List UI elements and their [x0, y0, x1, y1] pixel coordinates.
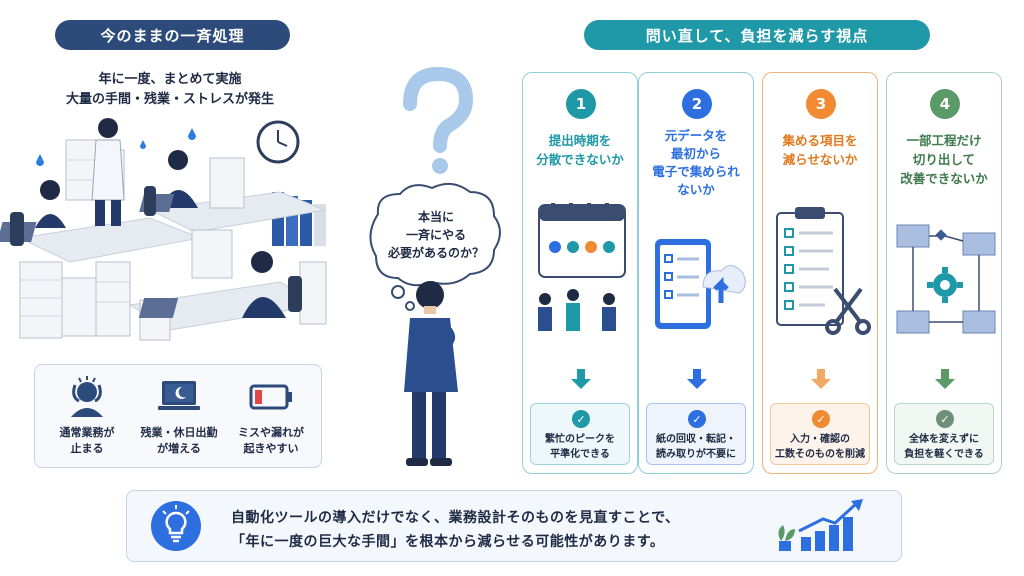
left-subtitle-1: 年に一度、まとめて実施 [98, 72, 242, 87]
result-text: 紙の回収・転記・ 読み取りが不要に [656, 434, 736, 460]
growth-chart-icon [778, 499, 863, 551]
idea-title: 集める項目を 減らせないか [782, 133, 858, 167]
thinking-man-figure [404, 281, 458, 466]
check-icon: ✓ [688, 410, 706, 428]
effect-label: 通常業務が 止まる [59, 426, 115, 455]
left-subtitle-2: 大量の手間・残業・ストレスが発生 [65, 92, 274, 107]
effect-item: 通常業務が 止まる [41, 375, 133, 457]
conclusion-line-1: 自動化ツールの導入だけでなく、業務設計そのものを見直すことで、 [231, 510, 680, 526]
idea-title: 元データを 最初から 電子で集められ ないか [652, 128, 740, 197]
center-thinking-illustration [369, 66, 501, 466]
effect-item: ミスや漏れが 起きやすい [225, 375, 317, 457]
result-text: 全体を変えずに 負担を軽くできる [904, 434, 984, 460]
step-number: 4 [930, 89, 960, 119]
result-box: ✓ 入力・確認の 工数そのものを削減 [770, 403, 870, 465]
idea-card-4: 4 一部工程だけ 切り出して 改善できないか ✓ 全体を変えずに 負担を軽くでき… [886, 72, 1002, 474]
question-mark-icon [403, 66, 474, 174]
lightbulb-icon [151, 501, 201, 551]
worker-carrying-papers-figure [91, 118, 125, 226]
low-battery-icon [249, 384, 292, 410]
result-text: 繁忙のピークを 平準化できる [545, 434, 615, 460]
result-box: ✓ 全体を変えずに 負担を軽くできる [894, 403, 994, 465]
wall-clock-icon [256, 120, 300, 164]
check-icon: ✓ [812, 410, 830, 428]
current-process-header: 今のままの一斉処理 [55, 20, 290, 50]
check-icon: ✓ [572, 410, 590, 428]
effect-label: 残業・休日出勤 が増える [140, 426, 218, 455]
stressed-person-icon [71, 376, 103, 417]
clipboard-scissors-icon [776, 207, 871, 335]
effect-item: 残業・休日出勤 が増える [133, 375, 225, 457]
step-number: 2 [682, 89, 712, 119]
step-number: 3 [806, 89, 836, 119]
arrow-down-icon [687, 369, 707, 389]
negative-effects-panel: 通常業務が 止まる 残業・休日出勤 が増える ミスや漏れが 起きやすい [34, 364, 322, 468]
effect-label: ミスや漏れが 起きやすい [238, 426, 304, 455]
rethink-header: 問い直して、負担を減らす視点 [584, 20, 930, 50]
arrow-down-icon [935, 369, 955, 389]
arrow-down-icon [571, 369, 591, 389]
result-box: ✓ 紙の回収・転記・ 読み取りが不要に [646, 403, 746, 465]
idea-card-2: 2 元データを 最初から 電子で集められ ないか ✓ 紙の回収・転記・ 読み取り… [638, 72, 754, 474]
step-number: 1 [566, 89, 596, 119]
process-flow-gear-icon [896, 224, 996, 334]
tablet-cloud-upload-icon [655, 239, 746, 329]
thought-bubble-icon [369, 182, 501, 311]
calendar-team-icon [538, 203, 626, 331]
arrow-down-icon [811, 369, 831, 389]
busy-office-illustration [0, 118, 327, 341]
check-icon: ✓ [936, 410, 954, 428]
result-box: ✓ 繁忙のピークを 平準化できる [530, 403, 630, 465]
conclusion-banner: 自動化ツールの導入だけでなく、業務設計そのものを見直すことで、 「年に一度の巨大… [126, 490, 902, 562]
worker-stressed-figure [138, 251, 286, 318]
conclusion-line-2: 「年に一度の巨大な手間」を根本から減らせる可能性があります。 [231, 534, 665, 550]
idea-card-1: 1 提出時期を 分散できないか ✓ 繁忙のピークを 平準化できる [522, 72, 638, 474]
thought-bubble-text: 本当に 一斉にやる 必要があるのか？ [387, 210, 484, 260]
laptop-moon-icon [158, 381, 200, 410]
idea-title: 提出時期を 分散できないか [536, 133, 624, 167]
idea-card-3: 3 集める項目を 減らせないか ✓ 入力・確認の 工数そのものを削減 [762, 72, 878, 474]
result-text: 入力・確認の 工数そのものを削減 [775, 434, 865, 460]
idea-title: 一部工程だけ 切り出して 改善できないか [900, 133, 988, 186]
